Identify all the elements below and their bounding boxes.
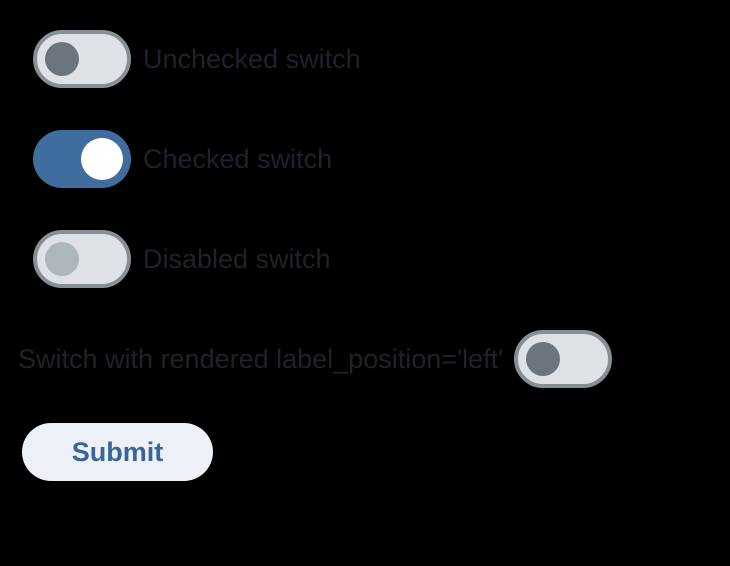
- checked-switch[interactable]: [33, 130, 131, 188]
- label-left-switch-label: Switch with rendered label_position='lef…: [18, 343, 504, 374]
- disabled-switch-label: Disabled switch: [143, 243, 331, 274]
- switch-knob: [45, 242, 79, 276]
- switch-knob: [81, 138, 123, 180]
- checked-switch-label: Checked switch: [143, 143, 333, 174]
- switch-row-unchecked: Unchecked switch: [22, 30, 361, 88]
- switch-row-checked: Checked switch: [22, 130, 332, 188]
- unchecked-switch-label: Unchecked switch: [143, 43, 361, 74]
- unchecked-switch[interactable]: [33, 30, 131, 88]
- switch-knob: [526, 342, 561, 376]
- label-left-switch[interactable]: [514, 330, 613, 388]
- submit-button[interactable]: Submit: [22, 423, 213, 481]
- disabled-switch: [33, 230, 131, 288]
- switch-row-label-left: Switch with rendered label_position='lef…: [18, 330, 708, 388]
- switch-knob: [45, 42, 79, 76]
- switch-row-disabled: Disabled switch: [22, 230, 331, 288]
